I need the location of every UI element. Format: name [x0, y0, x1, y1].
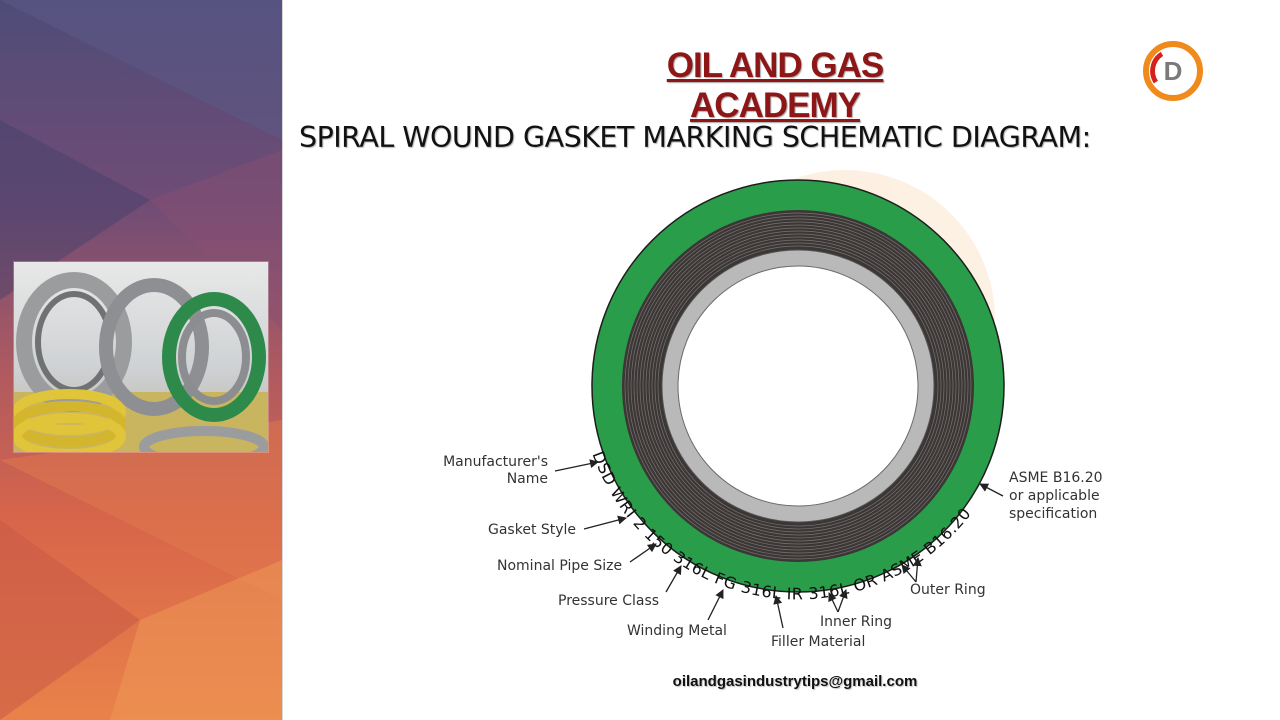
arrow-manufacturer: [554, 459, 599, 472]
panel-facets: [0, 0, 282, 720]
contact-email: oilandgasindustrytips@gmail.com: [672, 673, 918, 690]
winding-spiral-lines: [624, 212, 972, 560]
winding-line: [648, 236, 948, 536]
label-manufacturer-line2: Name: [507, 471, 548, 487]
label-specification-line2: or applicable: [1009, 488, 1100, 504]
gasket-diagram: DSD WRI 2 150 316L FG 316L IR 316L OR AS…: [443, 170, 1103, 650]
winding-line: [633, 221, 963, 551]
label-outer-ring: Outer Ring: [910, 582, 986, 598]
label-manufacturer-line1: Manufacturer's: [443, 454, 548, 470]
label-filler-material: Filler Material: [771, 634, 865, 650]
arrow-pipe-size: [629, 543, 657, 563]
gasket-bore: [677, 265, 919, 507]
winding-line: [627, 215, 969, 557]
winding-line: [624, 212, 972, 560]
label-inner-ring: Inner Ring: [820, 614, 892, 630]
winding-line: [642, 230, 954, 542]
winding-line: [645, 233, 951, 539]
winding-line: [651, 239, 945, 533]
panel-divider: [282, 0, 283, 720]
label-gasket-style: Gasket Style: [488, 522, 576, 538]
winding-line: [639, 227, 957, 545]
left-decorative-panel: [0, 0, 282, 720]
label-specification-line1: ASME B16.20: [1009, 470, 1103, 486]
arrow-inner-ring-2: [837, 589, 848, 613]
label-nominal-pipe-size: Nominal Pipe Size: [497, 558, 622, 574]
arrow-inner-ring-1: [828, 592, 839, 613]
arrow-pressure-class: [665, 565, 682, 593]
label-winding-metal: Winding Metal: [627, 623, 727, 639]
label-specification-line3: specification: [1009, 506, 1097, 522]
winding-line: [636, 224, 960, 548]
academy-logo-icon: D: [1143, 41, 1203, 101]
page-title: SPIRAL WOUND GASKET MARKING SCHEMATIC DI…: [299, 121, 1091, 154]
label-pressure-class: Pressure Class: [558, 593, 659, 609]
brand-title: OIL AND GAS ACADEMY: [666, 46, 885, 125]
arrow-winding-metal: [707, 589, 724, 621]
winding-line: [630, 218, 966, 554]
gasket-photo: [14, 262, 268, 452]
arrow-outer-ring-2: [912, 557, 922, 583]
winding-line: [657, 245, 939, 527]
arrow-filler-material: [773, 595, 784, 629]
callout-arrows: [554, 459, 1004, 629]
logo-letter: D: [1164, 56, 1183, 86]
arrow-specification: [979, 483, 1004, 497]
winding-line: [654, 242, 942, 530]
arrow-gasket-style: [583, 515, 627, 530]
arrow-outer-ring-1: [901, 564, 917, 583]
